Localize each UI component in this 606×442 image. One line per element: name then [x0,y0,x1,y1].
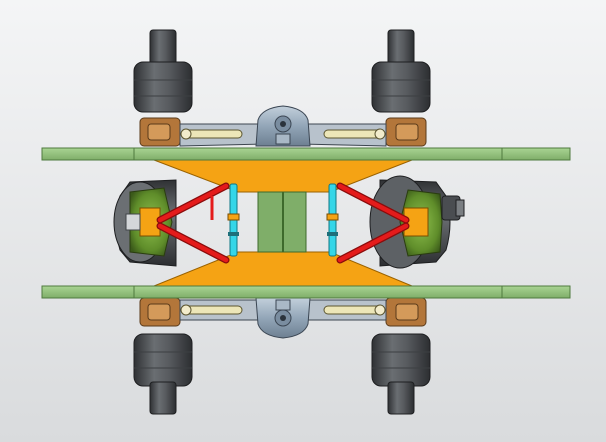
tie-rod-top-left [183,129,243,139]
wheel-top-right[interactable] [371,29,431,113]
side-hub-left[interactable] [113,179,177,267]
tie-rod-top-right [323,129,383,139]
chassis-plate-bottom[interactable] [41,285,571,299]
wheel-top-left[interactable] [133,29,193,113]
bottom-axle-assembly[interactable] [139,297,427,339]
chassis-plate-top[interactable] [41,147,571,161]
side-hub-right[interactable] [369,175,465,269]
top-axle-assembly[interactable] [139,105,427,147]
shock-absorber-left[interactable] [227,183,240,257]
wishbone-right[interactable] [336,182,410,264]
hub-carrier-left [139,207,161,237]
shock-absorber-right[interactable] [326,183,339,257]
wheel-bottom-left[interactable] [133,333,193,415]
wishbone-left[interactable] [156,182,230,264]
wheel-bottom-right[interactable] [371,333,431,415]
